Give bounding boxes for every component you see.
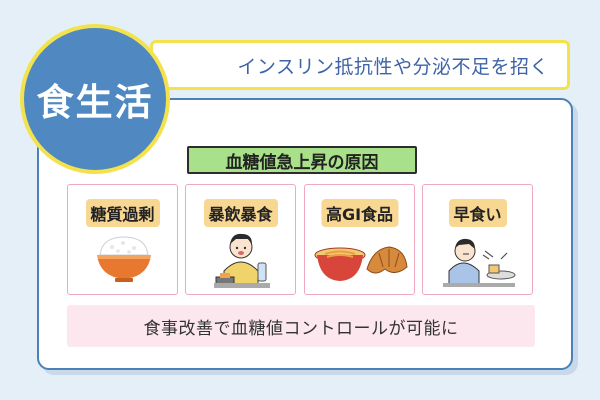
cause-card-overeating: 暴飲暴食 xyxy=(185,184,296,295)
rice-bowl-icon xyxy=(97,236,151,282)
cause-card-high-gi: 高GI食品 xyxy=(304,184,415,295)
result-bar: 食事改善で血糖値コントロールが可能に xyxy=(67,305,535,347)
cause-label: 糖質過剰 xyxy=(85,199,160,227)
banner-text: インスリン抵抗性や分泌不足を招く xyxy=(237,55,549,78)
overeating-person-icon xyxy=(214,233,270,288)
fast-eating-person-icon xyxy=(443,238,516,287)
causes-header-text: 血糖値急上昇の原因 xyxy=(225,152,379,173)
cause-card-carb-excess: 糖質過剰 xyxy=(67,184,178,295)
badge-label: 食生活 xyxy=(36,81,154,124)
topic-badge: 食生活 xyxy=(20,24,170,174)
cause-card-fast-eating: 早食い xyxy=(422,184,533,295)
cause-label: 暴飲暴食 xyxy=(203,199,278,227)
result-text: 食事改善で血糖値コントロールが可能に xyxy=(143,318,459,339)
top-banner: インスリン抵抗性や分泌不足を招く xyxy=(150,40,570,90)
ramen-croissant-icon xyxy=(314,246,408,281)
cause-label: 高GI食品 xyxy=(320,199,399,227)
cause-label: 早食い xyxy=(448,199,507,227)
causes-header: 血糖値急上昇の原因 xyxy=(187,146,417,174)
